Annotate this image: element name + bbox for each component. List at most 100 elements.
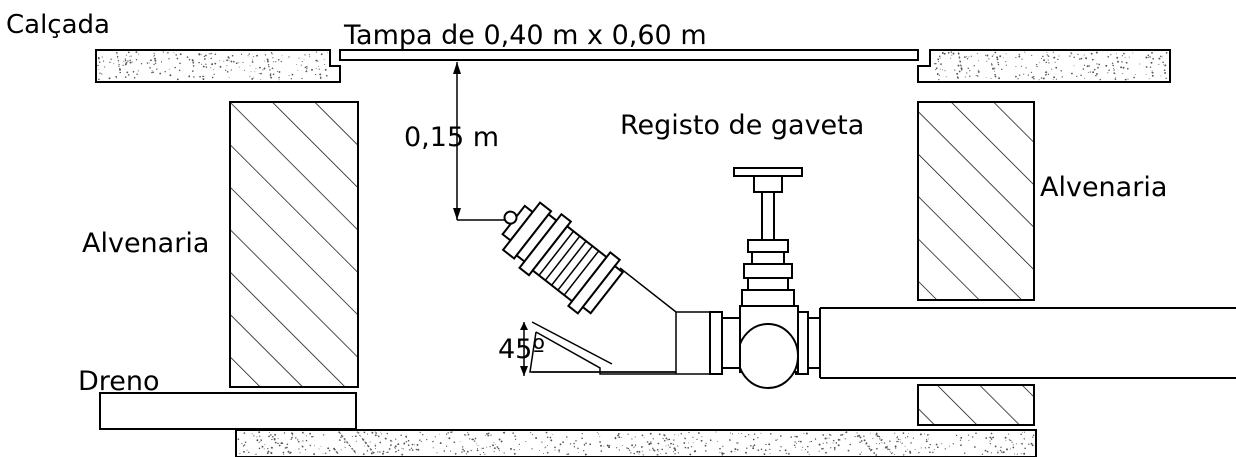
- stipple-dot: [643, 437, 645, 438]
- stipple-dot: [768, 443, 771, 446]
- stipple-dot: [251, 77, 254, 80]
- stipple-dot: [569, 443, 572, 445]
- stipple-dot: [966, 58, 969, 60]
- stipple-dot: [500, 440, 503, 443]
- stipple-dot: [918, 452, 920, 454]
- stipple-dot: [228, 59, 230, 61]
- stipple-dot: [837, 438, 840, 441]
- stipple-dot: [1084, 77, 1086, 79]
- stipple-dot: [1149, 66, 1152, 68]
- stipple-dot: [859, 436, 862, 439]
- stipple-dot: [757, 437, 759, 439]
- stipple-dot: [894, 445, 897, 448]
- stipple-dot: [119, 68, 121, 71]
- stipple-dot: [1001, 68, 1003, 71]
- stipple-dot: [289, 451, 292, 454]
- stipple-dot: [581, 437, 583, 440]
- stipple-dot: [938, 55, 941, 57]
- stipple-dot: [405, 436, 407, 438]
- stipple-dot: [814, 438, 817, 440]
- stipple-dot: [1025, 67, 1027, 69]
- stipple-dot: [395, 450, 397, 453]
- stipple-dot: [271, 53, 273, 55]
- stipple-dot: [952, 443, 954, 445]
- stipple-dot: [1126, 67, 1129, 70]
- stipple-dot: [923, 433, 925, 435]
- stipple-dot: [465, 435, 467, 437]
- stipple-dot: [907, 432, 909, 434]
- stipple-dot: [273, 438, 276, 440]
- stipple-dot: [131, 61, 133, 63]
- stipple-dot: [436, 452, 438, 454]
- stipple-dot: [1123, 52, 1125, 55]
- stipple-dot: [752, 447, 755, 450]
- stipple-dot: [630, 452, 632, 454]
- stipple-dot: [473, 440, 476, 442]
- stipple-dot: [964, 76, 966, 78]
- stipple-dot: [192, 65, 195, 67]
- stipple-dot: [658, 451, 660, 453]
- stipple-dot: [732, 433, 734, 435]
- stipple-dot: [253, 56, 255, 58]
- stipple-dot: [1002, 57, 1004, 59]
- stipple-dot: [1113, 69, 1115, 71]
- stipple-dot: [975, 75, 977, 77]
- stipple-dot: [290, 78, 292, 80]
- stipple-dot: [1020, 453, 1022, 455]
- stipple-dot: [1071, 53, 1073, 55]
- stipple-dot: [1083, 64, 1086, 66]
- stipple-dot: [722, 445, 724, 447]
- stipple-dot: [640, 446, 643, 448]
- stipple-dot: [374, 443, 376, 445]
- stipple-dot: [403, 442, 406, 445]
- stipple-dot: [828, 437, 830, 439]
- stipple-dot: [938, 79, 940, 81]
- stipple-dot: [652, 438, 654, 440]
- stipple-dot: [989, 442, 992, 445]
- stipple-dot: [1151, 71, 1154, 74]
- stipple-dot: [235, 62, 238, 65]
- stipple-dot: [765, 443, 767, 446]
- stipple-dot: [901, 443, 903, 445]
- stipple-dot: [688, 442, 690, 444]
- stipple-dot: [149, 67, 151, 69]
- stipple-dot: [153, 63, 155, 66]
- stipple-dot: [272, 436, 274, 438]
- stipple-dot: [153, 52, 155, 55]
- stipple-dot: [1124, 56, 1126, 58]
- stipple-dot: [969, 75, 971, 77]
- stipple-dot: [902, 442, 904, 444]
- stipple-dot: [110, 58, 112, 60]
- stipple-dot: [1151, 70, 1153, 71]
- label-alvenaria-left: Alvenaria: [82, 228, 209, 259]
- stipple-dot: [866, 445, 868, 447]
- stipple-dot: [847, 449, 850, 452]
- stipple-dot: [119, 67, 121, 70]
- stipple-dot: [938, 61, 940, 62]
- stipple-dot: [513, 452, 516, 455]
- stipple-dot: [201, 54, 203, 55]
- stipple-dot: [1115, 77, 1117, 79]
- pipe-coupling-right: [795, 311, 821, 375]
- stipple-dot: [963, 452, 966, 454]
- stipple-dot: [356, 431, 358, 433]
- stipple-dot: [844, 438, 846, 440]
- stipple-dot: [306, 66, 308, 68]
- stipple-dot: [627, 433, 629, 435]
- stipple-dot: [907, 449, 909, 450]
- stipple-dot: [633, 452, 636, 455]
- stipple-dot: [665, 452, 667, 455]
- stipple-dot: [124, 58, 127, 60]
- stipple-dot: [202, 65, 205, 68]
- stipple-dot: [992, 54, 994, 56]
- stipple-dot: [271, 438, 273, 441]
- stipple-dot: [545, 446, 547, 448]
- stipple-dot: [660, 453, 662, 454]
- stipple-dot: [530, 432, 532, 434]
- stipple-dot: [1152, 58, 1155, 60]
- stipple-dot: [299, 452, 301, 454]
- stipple-dot: [278, 76, 280, 79]
- stipple-dot: [301, 61, 303, 63]
- stipple-dot: [680, 432, 683, 435]
- stipple-dot: [729, 432, 732, 434]
